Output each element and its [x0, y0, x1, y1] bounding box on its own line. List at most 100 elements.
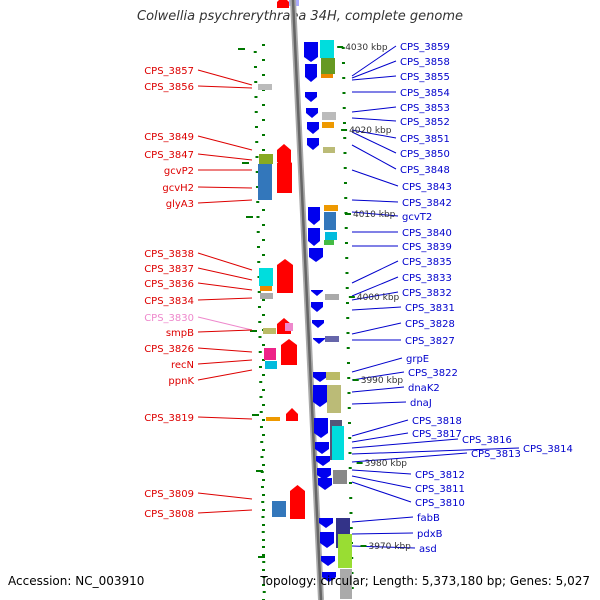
track-tick [253, 51, 257, 53]
feature-block [260, 286, 272, 291]
right-gene-label: CPS_3858 [400, 57, 450, 68]
track-tick [346, 317, 350, 319]
forward-gene [311, 290, 323, 296]
reverse-gene [277, 150, 291, 162]
track-tick [342, 107, 346, 109]
track-tick [255, 141, 259, 143]
track-tick [342, 77, 346, 79]
reverse-gene [286, 414, 298, 421]
feature-block [327, 385, 341, 413]
feature-block [321, 58, 335, 74]
track-tick [262, 404, 265, 406]
left-gene-label: gcvP2 [164, 166, 194, 177]
right-leader-line [351, 60, 397, 79]
left-gene-label: CPS_3826 [144, 344, 194, 355]
kbp-marker: 4020 kbp [349, 126, 392, 136]
backbone-layer [289, 0, 324, 600]
track-tick [259, 396, 263, 398]
right-gene-label: CPS_3813 [471, 449, 521, 460]
right-leader-line [351, 199, 399, 203]
right-gene-label: CPS_3814 [523, 444, 573, 455]
left-leader-line [197, 199, 253, 204]
track-tick [262, 239, 265, 241]
right-leader-line [351, 447, 520, 455]
track-tick [262, 591, 266, 593]
track-tick [345, 287, 349, 289]
left-leader-line [197, 85, 253, 89]
right-leader-line [351, 211, 399, 217]
left-leader-line [197, 509, 253, 514]
track-tick [342, 92, 346, 94]
right-leader-line [351, 106, 397, 113]
major-tick [242, 162, 249, 164]
forward-gene [313, 372, 327, 382]
track-tick [346, 362, 350, 364]
reverse-gene-arrowhead [290, 485, 305, 491]
track-tick [262, 434, 265, 436]
track-tick [344, 227, 348, 229]
track-tick [342, 122, 346, 124]
track-tick [343, 152, 347, 154]
feature-block [324, 205, 338, 211]
track-tick [260, 441, 264, 443]
track-tick [345, 272, 349, 274]
track-tick [262, 59, 265, 61]
feature-block [324, 240, 334, 245]
forward-gene [318, 478, 332, 490]
track-tick [259, 426, 263, 428]
right-leader-line [351, 75, 397, 81]
right-gene-label: CPS_3852 [400, 117, 450, 128]
track-tick [346, 332, 350, 334]
left-leader-line [197, 297, 253, 301]
feature-block [265, 361, 277, 369]
feature-block [272, 501, 286, 517]
forward-gene [321, 556, 335, 566]
right-gene-label: pdxB [417, 529, 443, 540]
feature-block [259, 268, 273, 286]
accession-text: Accession: NC_003910 [8, 574, 145, 588]
track-tick [262, 224, 265, 226]
track-tick [256, 216, 260, 218]
right-gene-label: CPS_3843 [402, 182, 452, 193]
left-gene-label: CPS_3838 [144, 249, 194, 260]
feature-block [322, 122, 334, 128]
track-tick [259, 381, 263, 383]
feature-block [258, 164, 272, 200]
right-leader-line [351, 260, 399, 284]
right-gene-label: CPS_3812 [415, 470, 465, 481]
feature-block [333, 470, 347, 484]
right-gene-label: CPS_3827 [405, 336, 455, 347]
forward-gene [305, 92, 317, 102]
feature-block [320, 40, 334, 58]
reverse-gene [277, 265, 293, 293]
major-tick [238, 48, 245, 50]
left-leader-line [197, 69, 253, 86]
reverse-gene-arrowhead [277, 259, 293, 265]
forward-gene [311, 302, 323, 312]
right-gene-label: CPS_3833 [402, 273, 452, 284]
left-leader-line [197, 282, 253, 291]
track-tick [258, 321, 262, 323]
right-gene-label: grpE [406, 354, 429, 365]
feature-block [322, 112, 336, 120]
track-tick [256, 246, 260, 248]
forward-gene [314, 418, 328, 438]
forward-gene [312, 320, 324, 328]
track-tick [349, 512, 353, 514]
right-gene-label: CPS_3818 [412, 416, 462, 427]
track-tick [255, 186, 259, 188]
track-tick [254, 81, 258, 83]
track-tick [262, 419, 265, 421]
track-tick [341, 62, 345, 64]
reverse-gene [277, 2, 289, 8]
track-tick [262, 524, 265, 526]
kbp-tick [341, 129, 348, 131]
track-tick [257, 261, 261, 263]
right-gene-label: CPS_3840 [402, 228, 452, 239]
right-leader-line [351, 516, 414, 523]
track-tick [261, 531, 265, 533]
track-tick [347, 422, 351, 424]
track-tick [262, 509, 265, 511]
left-leader-line [197, 492, 253, 500]
